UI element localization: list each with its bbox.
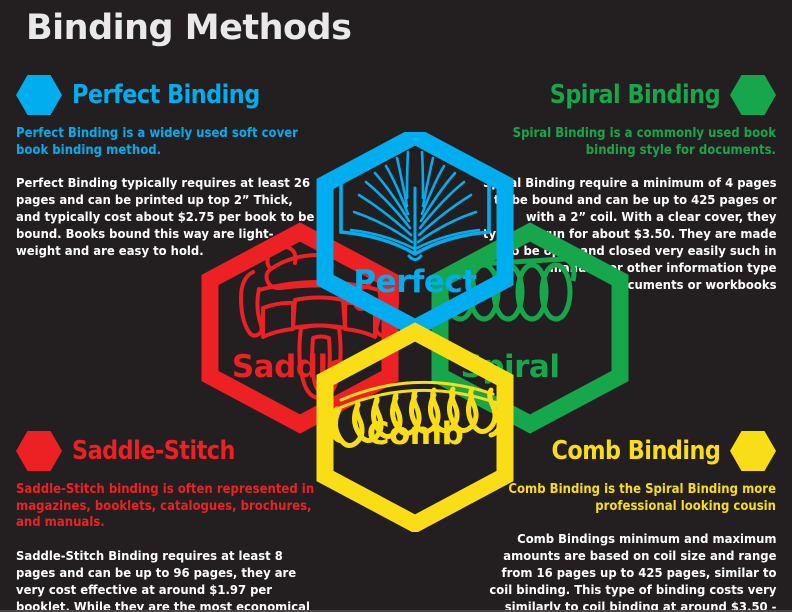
section-lede-saddle: Saddle-Stitch binding is often represent… xyxy=(16,482,315,531)
section-header-saddle: Saddle-Stitch xyxy=(16,428,316,474)
hexagon-icon xyxy=(730,431,776,471)
hexagon-icon xyxy=(730,75,776,115)
hexagon-icon xyxy=(16,75,62,115)
section-header-spiral: Spiral Binding xyxy=(476,72,776,118)
section-lede-spiral: Spiral Binding is a commonly used book b… xyxy=(512,126,776,158)
section-spiral-binding: Spiral Binding Spiral Binding is a commo… xyxy=(476,72,776,293)
section-saddle-stitch: Saddle-Stitch Saddle-Stitch binding is o… xyxy=(16,428,316,612)
cluster-label-comb: Comb xyxy=(367,416,464,452)
section-body-saddle: Saddle-Stitch Binding requires at least … xyxy=(16,547,311,612)
section-lede-comb: Comb Binding is the Spiral Binding more … xyxy=(508,482,776,514)
page-title: Binding Methods xyxy=(26,8,352,48)
plastic-comb-icon xyxy=(328,380,504,448)
section-title-perfect: Perfect Binding xyxy=(72,80,260,110)
section-comb-binding: Comb Binding Comb Binding is the Spiral … xyxy=(476,428,776,612)
cluster-hex-comb[interactable]: Comb xyxy=(316,322,514,532)
open-book-icon xyxy=(339,150,491,261)
section-body-perfect: Perfect Binding typically requires at le… xyxy=(16,175,315,258)
section-header-perfect: Perfect Binding xyxy=(16,72,316,118)
section-title-comb: Comb Binding xyxy=(551,436,720,466)
hexagon-icon xyxy=(16,431,62,471)
cluster-hex-perfect[interactable]: Perfect xyxy=(316,132,514,338)
section-title-spiral: Spiral Binding xyxy=(549,80,721,110)
section-title-saddle: Saddle-Stitch xyxy=(72,436,235,466)
section-header-comb: Comb Binding xyxy=(476,428,776,474)
cluster-hex-saddle[interactable]: Saddle xyxy=(201,222,399,434)
section-perfect-binding: Perfect Binding Perfect Binding is a wid… xyxy=(16,72,316,260)
section-body-comb: Comb Bindings minimum and maximum amount… xyxy=(488,531,776,612)
cluster-label-perfect: Perfect xyxy=(353,264,477,300)
hexagon-cluster-diagram: Spiral xyxy=(165,132,635,532)
section-lede-perfect: Perfect Binding is a widely used soft co… xyxy=(16,126,298,158)
spiral-coil-icon xyxy=(443,256,577,322)
